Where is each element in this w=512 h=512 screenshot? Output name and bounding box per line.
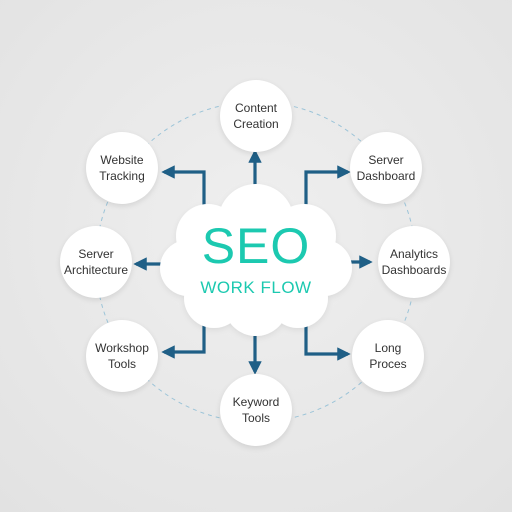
center-cloud (160, 184, 352, 336)
connector-website-tracking (161, 165, 206, 210)
center-title: SEO (201, 218, 311, 274)
node-long-process: Long Proces (352, 320, 424, 392)
node-label-line: Keyword (232, 395, 280, 409)
node-label-line: Tracking (99, 169, 145, 183)
connector-long-process (304, 314, 351, 361)
node-label-line: Dashboard (356, 169, 416, 183)
node-label-line: Server (368, 153, 404, 167)
connector-server-dashboard (304, 165, 351, 210)
connector-workshop-tools (161, 314, 206, 359)
node-label-line: Content (234, 101, 278, 115)
node-label-line: Server (78, 247, 114, 261)
node-label-line: Website (100, 153, 144, 167)
node-label-line: Proces (369, 357, 407, 371)
node-server-architecture: Server Architecture (60, 226, 132, 298)
node-label-line: Tools (241, 411, 270, 425)
node-keyword-tools: Keyword Tools (220, 374, 292, 446)
node-analytics-dashboards: Analytics Dashboards (378, 226, 450, 298)
node-label-line: Dashboards (381, 263, 447, 277)
node-label-line: Creation (233, 117, 279, 131)
node-label-line: Analytics (389, 247, 439, 261)
node-website-tracking: Website Tracking (86, 132, 158, 204)
center-label: SEO WORK FLOW (176, 220, 336, 298)
node-label-line: Architecture (63, 263, 129, 277)
node-label-line: Tools (107, 357, 136, 371)
node-label-line: Workshop (95, 341, 149, 355)
node-workshop-tools: Workshop Tools (86, 320, 158, 392)
center-subtitle: WORK FLOW (200, 278, 312, 297)
node-content-creation: Content Creation (220, 80, 292, 152)
node-label-line: Long (374, 341, 402, 355)
node-server-dashboard: Server Dashboard (350, 132, 422, 204)
